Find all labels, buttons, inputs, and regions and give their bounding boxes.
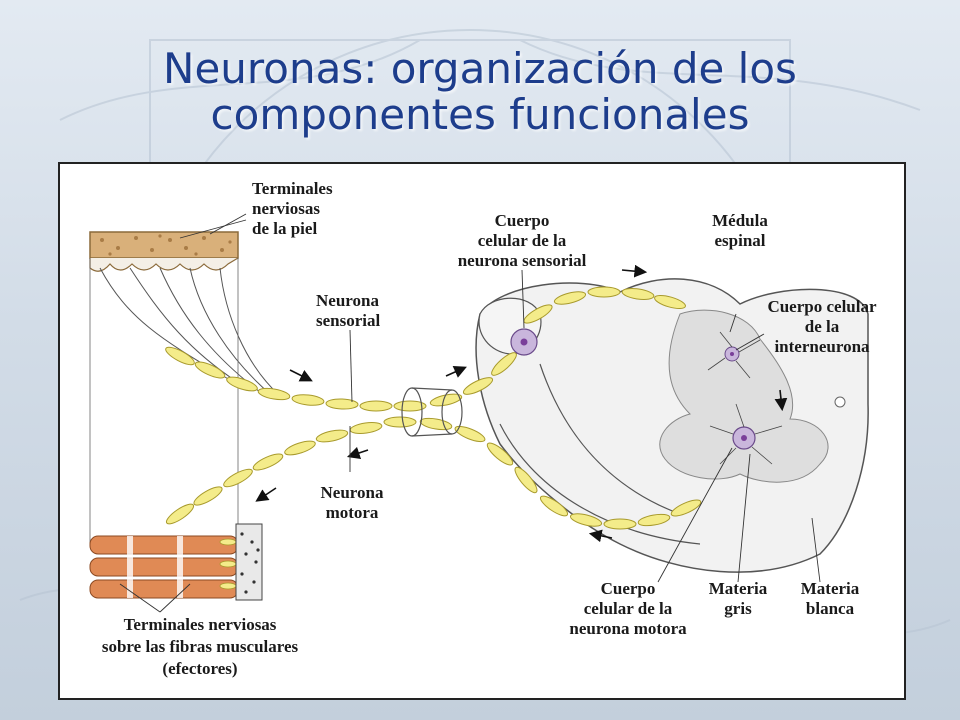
label-sensory-neuron-l1: Neurona bbox=[316, 291, 379, 310]
label-gray-matter-l1: Materia bbox=[709, 579, 768, 598]
label-white-matter-l2: blanca bbox=[806, 599, 855, 618]
label-sensory-body: Cuerpo celular de la neurona sensorial bbox=[458, 211, 587, 270]
label-motor-body-l3: neurona motora bbox=[569, 619, 687, 638]
diagram-canvas: Terminales nerviosas de la piel Neurona … bbox=[89, 179, 877, 678]
label-skin-terminals-l3: de la piel bbox=[252, 219, 317, 238]
leader-lines bbox=[119, 213, 821, 613]
label-skin-terminals-l2: nerviosas bbox=[252, 199, 320, 218]
title-line-1: Neuronas: organización de los bbox=[163, 44, 797, 93]
label-muscle-terminals-l3: (efectores) bbox=[162, 659, 237, 678]
label-motor-body-l1: Cuerpo bbox=[601, 579, 656, 598]
arrow-motor-1 bbox=[346, 446, 369, 460]
nerve-trunk bbox=[401, 387, 463, 437]
arrow-interneuron bbox=[774, 389, 788, 412]
arrow-motor-2 bbox=[255, 487, 277, 502]
sensory-cell-body bbox=[510, 328, 538, 356]
label-muscle-terminals: Terminales nerviosas sobre las fibras mu… bbox=[102, 615, 299, 678]
label-spinal-cord: Médula espinal bbox=[712, 211, 768, 250]
label-gray-matter-l2: gris bbox=[724, 599, 752, 618]
motor-axon bbox=[165, 416, 702, 530]
label-sensory-body-l3: neurona sensorial bbox=[458, 251, 587, 270]
interneuron-cell-body bbox=[707, 331, 761, 379]
label-interneuron-body-l3: interneurona bbox=[774, 337, 870, 356]
label-skin-terminals: Terminales nerviosas de la piel bbox=[252, 179, 333, 238]
label-motor-body-l2: celular de la bbox=[584, 599, 673, 618]
label-muscle-terminals-l1: Terminales nerviosas bbox=[124, 615, 277, 634]
arrow-sensory-3 bbox=[621, 264, 648, 278]
label-muscle-terminals-l2: sobre las fibras musculares bbox=[102, 637, 299, 656]
signal-direction-arrows bbox=[255, 264, 788, 543]
slide-title: Neuronas: organización de los componente… bbox=[0, 46, 960, 138]
reflex-arc-diagram: Terminales nerviosas de la piel Neurona … bbox=[58, 162, 906, 700]
motor-cell-body bbox=[709, 403, 783, 465]
arrow-motor-3 bbox=[588, 529, 613, 543]
label-white-matter: Materia blanca bbox=[801, 579, 860, 618]
label-motor-body: Cuerpo celular de la neurona motora bbox=[569, 579, 687, 638]
label-interneuron-body-l2: de la bbox=[805, 317, 840, 336]
label-motor-neuron: Neurona motora bbox=[321, 483, 384, 522]
label-sensory-body-l1: Cuerpo bbox=[495, 211, 550, 230]
skin-block bbox=[89, 231, 239, 272]
muscle-block bbox=[89, 523, 263, 601]
label-spinal-cord-l1: Médula bbox=[712, 211, 768, 230]
label-motor-neuron-l2: motora bbox=[326, 503, 379, 522]
label-gray-matter: Materia gris bbox=[709, 579, 768, 618]
label-interneuron-body-l1: Cuerpo celular bbox=[767, 297, 877, 316]
guide-lines bbox=[89, 258, 239, 544]
label-white-matter-l1: Materia bbox=[801, 579, 860, 598]
label-skin-terminals-l1: Terminales bbox=[252, 179, 333, 198]
title-line-2: componentes funcionales bbox=[210, 90, 750, 139]
label-motor-neuron-l1: Neurona bbox=[321, 483, 384, 502]
arrow-sensory-2 bbox=[445, 366, 467, 378]
arrow-sensory-1 bbox=[289, 369, 313, 382]
label-spinal-cord-l2: espinal bbox=[714, 231, 765, 250]
label-interneuron-body: Cuerpo celular de la interneurona bbox=[767, 297, 877, 356]
label-sensory-neuron: Neurona sensorial bbox=[316, 291, 381, 330]
label-sensory-neuron-l2: sensorial bbox=[316, 311, 381, 330]
skin-nerve-fibres bbox=[99, 267, 281, 397]
sensory-axon bbox=[165, 286, 686, 412]
label-sensory-body-l2: celular de la bbox=[478, 231, 567, 250]
